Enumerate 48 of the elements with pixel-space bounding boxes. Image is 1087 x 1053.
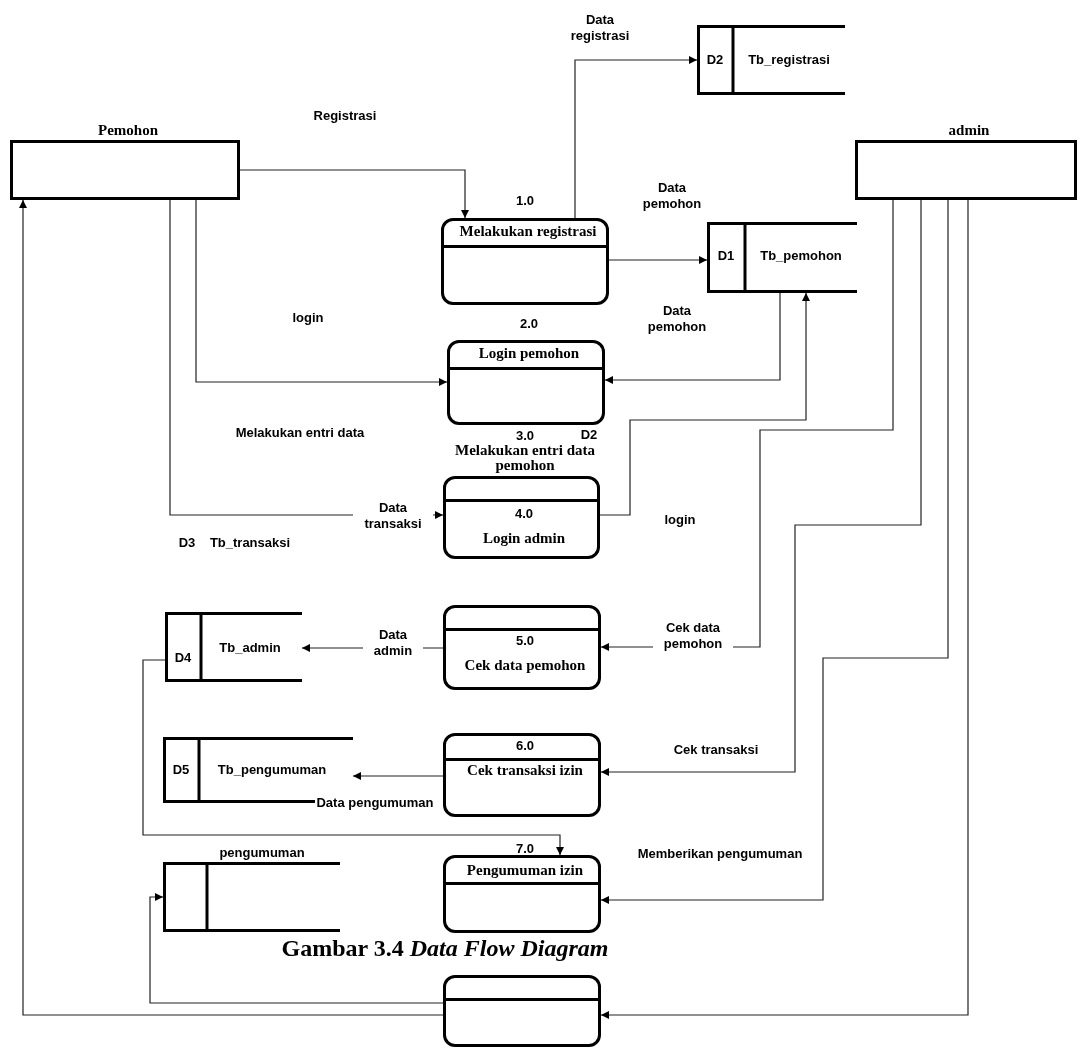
entity-name: Pemohon [97,123,159,138]
arrow [239,169,469,219]
process-box [443,733,601,817]
arrow [600,199,922,776]
store-id: D5 [171,762,191,777]
arrow [600,199,969,1019]
process-name: Login admin [481,531,567,546]
store-name: pengumuman [218,845,306,860]
process-number: 4.0 [513,506,535,521]
process-number: 5.0 [514,633,536,648]
arrow [600,199,894,651]
store-name: Tb_admin [218,640,282,655]
entity-name: admin [947,123,991,138]
process-name: Melakukan registrasi [458,224,598,239]
arrow [149,893,444,1004]
figure-caption: Gambar 3.4 Data Flow Diagram [281,935,609,962]
arrow [608,256,708,264]
store-name: Tb_registrasi [747,52,831,67]
process-number: 7.0 [514,841,536,856]
data-store [697,25,845,95]
store-id: D1 [716,248,736,263]
store-name: Tb_pengumuman [216,762,328,777]
arrow [604,292,781,384]
store-id: D2 [705,52,725,67]
arrow [19,199,444,1016]
arrow [195,199,448,386]
process-box [443,605,601,690]
process-number: 1.0 [514,193,536,208]
data-store [165,612,302,682]
process-name: Cek transaksi izin [466,763,584,778]
process-number: 6.0 [514,738,536,753]
process-name: Pengumuman izin [465,863,585,878]
arrow [142,659,564,856]
arrow [600,199,949,904]
store-name: Tb_pemohon [759,248,843,263]
arrow [574,56,698,219]
edge-label: Cek data pemohon [653,620,733,652]
process-name: Melakukan entri data pemohon [454,443,596,473]
process-name: Login pemohon [477,346,581,361]
data-store [707,222,857,293]
edge-label: Data pengumuman [315,795,435,811]
arrow [352,772,444,780]
process-number: 2.0 [518,316,540,331]
arrow [599,292,810,516]
process-name: Cek data pemohon [463,658,587,673]
store-id: D4 [173,650,193,665]
process-box [443,975,601,1047]
process-number: 3.0 [514,428,536,443]
